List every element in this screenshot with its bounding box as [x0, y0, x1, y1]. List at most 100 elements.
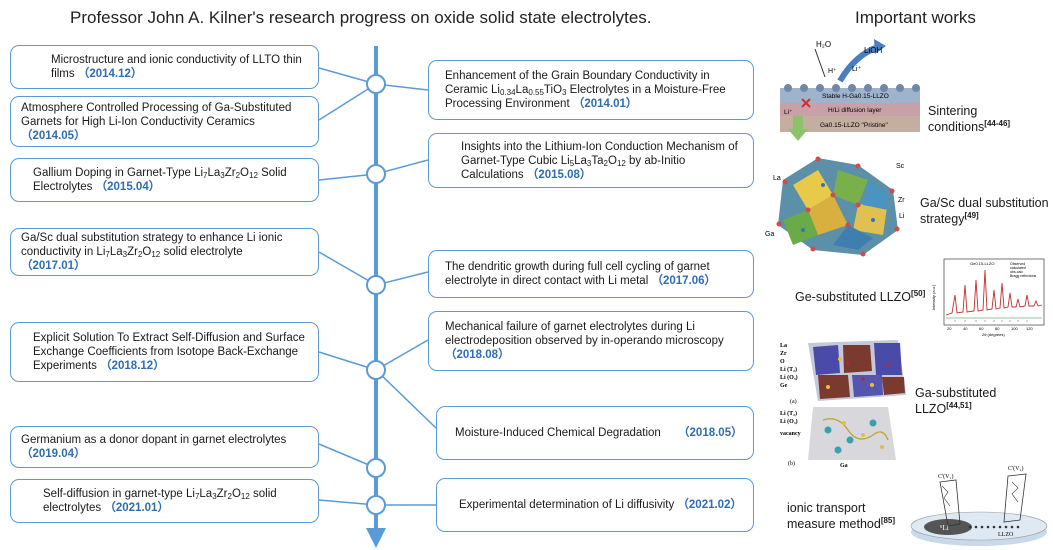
- item-text: Enhancement of the Grain Boundary Conduc…: [445, 70, 710, 96]
- item-year: （2014.12）: [77, 68, 143, 80]
- page-title: Professor John A. Kilner's research prog…: [70, 8, 652, 27]
- formula-sub: 5: [569, 158, 575, 168]
- xrd-tick: 100: [1011, 326, 1018, 331]
- xrd-title: Ge0.15-LLZO: [970, 261, 994, 266]
- label-cv2: C'(V₂): [1008, 465, 1024, 472]
- work-ref: [50]: [911, 289, 926, 298]
- connector-left-4: [318, 251, 377, 286]
- formula-el: Zr: [127, 246, 138, 258]
- item-year: （2018.05）: [678, 427, 743, 439]
- formula-sub: 2: [227, 492, 232, 501]
- sintering-schematic: H₂O LiOH H⁺ Li⁺ Stable H-Ga0.15-LLZO H/L…: [780, 39, 920, 141]
- formula-el: O: [240, 167, 249, 179]
- item-year: （2015.08）: [526, 168, 592, 181]
- ga-label-a: (a): [790, 398, 797, 405]
- item-year: （2014.05）: [21, 129, 86, 142]
- xrd-legend-0: Observed: [1010, 262, 1025, 266]
- xrd-tick: 120: [1026, 326, 1033, 331]
- xrd-legend-2: obs-calc: [1010, 270, 1023, 274]
- right-item-2021-02: Experimental determination of Li diffusi…: [436, 478, 754, 532]
- item-year: （2021.02）: [677, 499, 742, 511]
- xrd-tick: 80: [995, 326, 1000, 331]
- ga-label-o: O: [780, 359, 785, 365]
- item-text: Microstructure and ionic conductivity of…: [51, 54, 302, 80]
- formula-sub: 12: [151, 250, 161, 259]
- label-li-plus: Li⁺: [852, 66, 861, 73]
- left-item-2014-05: Atmosphere Controlled Processing of Ga-S…: [10, 96, 319, 147]
- xrd-tick: 60: [979, 326, 984, 331]
- connector-right-4: [375, 339, 429, 371]
- ga-label-la: La: [780, 343, 787, 349]
- item-text: Germanium as a donor dopant in garnet el…: [21, 434, 287, 446]
- item-text: Atmosphere Controlled Processing of Ga-S…: [21, 101, 292, 128]
- item-text: solid electrolytes: [43, 488, 277, 514]
- figure-ga-llzo-structure: La Zr O Li (T₂) Li (O₃) Ge (a) Li (T₂) L…: [778, 335, 913, 475]
- connector-left-2: [318, 83, 377, 121]
- label-la: La: [773, 175, 781, 182]
- connector-right-5: [375, 369, 437, 429]
- formula-sub: 2: [137, 250, 143, 259]
- xrd-ylabel: Intensity (a.u.): [931, 284, 936, 310]
- label-layer3: Ga0.15-LLZO "Pristine": [820, 122, 889, 129]
- left-item-2014-12: Microstructure and ionic conductivity of…: [10, 45, 319, 89]
- label-h2o: H₂O: [816, 40, 831, 49]
- right-item-2018-05: Moisture-Induced Chemical Degradation （2…: [436, 406, 754, 460]
- timeline-node: [366, 458, 386, 478]
- formula-el: La: [515, 84, 529, 96]
- timeline-node: [366, 164, 386, 184]
- formula-el: La: [199, 488, 213, 500]
- formula-el: Ta: [591, 154, 604, 167]
- xrd-pattern: Ge0.15-LLZO Observed calculated obs-calc…: [931, 258, 1045, 337]
- formula-sub: 7: [105, 250, 110, 259]
- figure-ionic-transport: C'(V₁) C'(V₂) ⁶Li LLZO: [908, 452, 1050, 548]
- formula-sub: 3: [562, 88, 567, 97]
- formula-sub: 7: [203, 171, 208, 180]
- formula-el: Zr: [224, 167, 236, 179]
- item-text: Insights into the Lithium-Ion Conduction…: [461, 140, 738, 167]
- ga-label-vac: vacancy: [780, 431, 801, 437]
- formula-sub: 0.55: [528, 88, 544, 97]
- item-year: （2021.01）: [104, 502, 169, 514]
- formula-sub: 12: [249, 171, 258, 180]
- right-item-2018-08: Mechanical failure of garnet electrolyte…: [428, 311, 754, 371]
- work-ref: [44-46]: [984, 119, 1011, 128]
- figure-ge-xrd: Ge0.15-LLZO Observed calculated obs-calc…: [930, 255, 1048, 337]
- formula-sub: 12: [616, 158, 626, 168]
- label-li6: ⁶Li: [940, 524, 949, 532]
- formula-sub: 2: [235, 171, 241, 180]
- work-label-ge-llzo: Ge-substituted LLZO[50]: [795, 289, 935, 305]
- formula-el: O: [607, 154, 617, 167]
- ga-label-li2: Li (T₂): [780, 410, 797, 417]
- left-item-2015-04: Gallium Doping in Garnet-Type Li7La3Zr2O…: [10, 158, 319, 202]
- item-text: Electrolytes in a Moisture-Free Processi…: [445, 84, 726, 110]
- xrd-legend-3: Bragg reflections: [1010, 274, 1037, 278]
- ga-llzo-structure: La Zr O Li (T₂) Li (O₃) Ge (a) Li (T₂) L…: [780, 340, 906, 469]
- label-ga: Ga: [765, 231, 774, 238]
- formula-sub: 0.34: [499, 88, 516, 97]
- item-year: （2019.04）: [21, 448, 86, 460]
- ga-label-li3: Li (O₃): [780, 418, 798, 425]
- item-text: Mechanical failure of garnet electrolyte…: [445, 321, 724, 347]
- formula-sub: 3: [212, 492, 217, 501]
- item-text: Moisture-Induced Chemical Degradation: [455, 427, 661, 439]
- figure-ga-sc-structure: La Sc Zr Li Ga: [763, 150, 913, 262]
- formula-el: O: [231, 488, 241, 500]
- figure-sintering: H₂O LiOH H⁺ Li⁺ Stable H-Ga0.15-LLZO H/L…: [780, 33, 920, 143]
- label-h-plus: H⁺: [828, 68, 837, 75]
- work-label-text: ionic transport measure method: [787, 501, 881, 531]
- formula-sub: 2: [603, 158, 608, 168]
- item-year: （2017.01）: [21, 260, 86, 272]
- item-year: （2015.04）: [95, 181, 161, 193]
- work-ref: [44,51]: [946, 401, 972, 410]
- work-label-text: Ga-substituted LLZO: [915, 386, 997, 416]
- label-lioh: LiOH: [864, 46, 882, 55]
- work-ref: [85]: [880, 516, 896, 525]
- item-text: solid electrolyte: [160, 246, 243, 258]
- label-layer1: Stable H-Ga0.15-LLZO: [822, 93, 889, 100]
- work-label-text: Ge-substituted LLZO: [795, 290, 912, 304]
- left-item-2019-04: Germanium as a donor dopant in garnet el…: [10, 426, 319, 468]
- item-text: Explicit Solution To Extract Self-Diffus…: [33, 332, 305, 372]
- label-zr: Zr: [898, 197, 905, 204]
- xrd-legend-1: calculated: [1010, 266, 1026, 270]
- xrd-tick: 40: [963, 326, 968, 331]
